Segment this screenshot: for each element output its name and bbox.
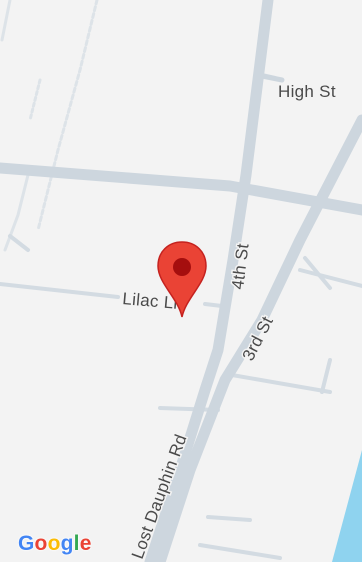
google-logo-letter: l: [73, 532, 80, 555]
water-area: [332, 450, 362, 562]
google-logo-letter: e: [79, 532, 92, 555]
location-marker[interactable]: [156, 240, 208, 318]
map-pin-icon: [157, 241, 207, 318]
minor-paths: [0, 0, 99, 252]
google-logo-letter: G: [18, 532, 35, 555]
road-4th-st: [144, 0, 274, 562]
google-logo-letter: o: [34, 532, 48, 555]
east-west-road: [0, 162, 362, 216]
street-label-high-st: High St: [278, 82, 336, 101]
road-high-st: [259, 73, 285, 83]
google-logo: Google: [18, 532, 92, 556]
google-logo-letter: o: [47, 532, 61, 555]
road-3rd-st: [154, 114, 362, 562]
google-logo-letter: g: [60, 532, 74, 555]
